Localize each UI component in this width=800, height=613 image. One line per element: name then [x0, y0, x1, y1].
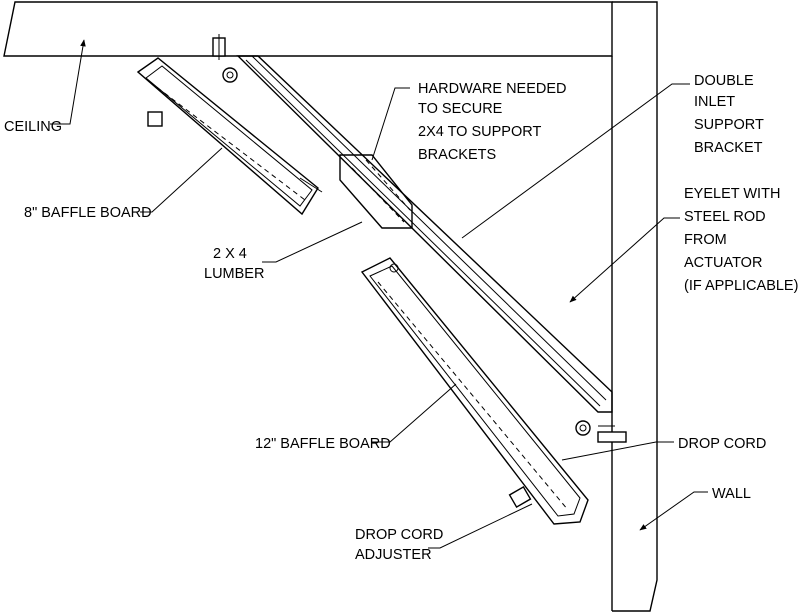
label-hardware: HARDWARE NEEDED TO SECURE 2X4 TO SUPPORT… [418, 81, 567, 163]
label-eyelet: EYELET WITH STEEL ROD FROM ACTUATOR (IF … [684, 186, 798, 294]
label-dropcord-adjuster-line2: ADJUSTER [355, 547, 432, 563]
label-hardware-line3: 2X4 TO SUPPORT [418, 124, 541, 140]
label-hardware-line2: TO SECURE [418, 101, 503, 117]
label-eyelet-line3: FROM [684, 232, 727, 248]
label-bracket-line2: INLET [694, 94, 735, 110]
label-dropcord-adjuster-line1: DROP CORD [355, 527, 443, 543]
label-baffle-12: 12" BAFFLE BOARD [255, 436, 391, 452]
label-eyelet-line5: (IF APPLICABLE) [684, 278, 798, 294]
label-baffle-12-text: 12" BAFFLE BOARD [255, 436, 391, 452]
lumber-2x4 [339, 154, 413, 229]
label-dropcord-adjuster: DROP CORD ADJUSTER [355, 527, 443, 563]
top-hardware-bolt [212, 34, 238, 83]
label-wall-text: WALL [712, 486, 751, 502]
ceiling-structure [3, 1, 613, 57]
label-baffle-8-text: 8" BAFFLE BOARD [24, 205, 152, 221]
baffle-board-8in [136, 57, 323, 216]
baffle-board-12in [360, 257, 589, 525]
label-eyelet-line1: EYELET WITH [684, 186, 780, 202]
label-ceiling: CEILING [4, 119, 62, 135]
label-eyelet-line4: ACTUATOR [684, 255, 762, 271]
label-bracket-line4: BRACKET [694, 140, 763, 156]
label-lumber: 2 X 4 LUMBER [204, 246, 264, 282]
label-bracket-line3: SUPPORT [694, 117, 764, 133]
label-ceiling-text: CEILING [4, 119, 62, 135]
label-hardware-line1: HARDWARE NEEDED [418, 81, 567, 97]
label-lumber-line2: LUMBER [204, 266, 264, 282]
wall-structure [611, 1, 658, 612]
eyelet-hardware [575, 420, 627, 443]
label-dropcord-text: DROP CORD [678, 436, 766, 452]
label-bracket-line1: DOUBLE [694, 73, 754, 89]
label-wall: WALL [712, 486, 751, 502]
label-lumber-line1: 2 X 4 [213, 246, 247, 262]
label-bracket: DOUBLE INLET SUPPORT BRACKET [694, 73, 764, 156]
label-hardware-line4: BRACKETS [418, 147, 496, 163]
label-eyelet-line2: STEEL ROD [684, 209, 766, 225]
label-dropcord: DROP CORD [678, 436, 766, 452]
double-inlet-support-bracket [236, 55, 613, 413]
label-baffle-8: 8" BAFFLE BOARD [24, 205, 152, 221]
leader-lines [50, 39, 708, 549]
